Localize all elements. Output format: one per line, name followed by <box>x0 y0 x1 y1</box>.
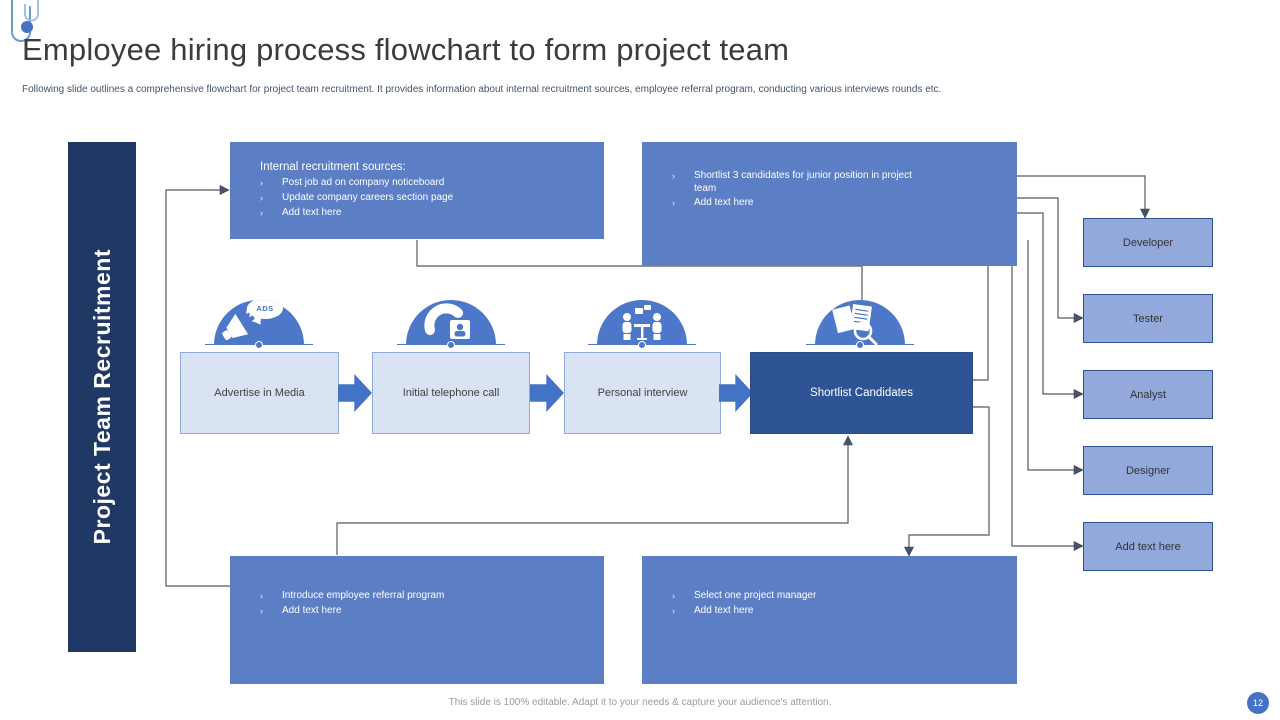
icon-dot <box>856 341 864 349</box>
bullet-list: ›Introduce employee referral program ›Ad… <box>230 589 604 618</box>
role-add-text-here: Add text here <box>1083 522 1213 571</box>
callout-internal-recruitment: Internal recruitment sources: ›Post job … <box>230 142 604 239</box>
role-developer: Developer <box>1083 218 1213 267</box>
step-icon-group <box>397 300 505 349</box>
page-subtitle: Following slide outlines a comprehensive… <box>22 84 942 95</box>
page-number-badge: 12 <box>1247 692 1269 714</box>
icon-dot <box>638 341 646 349</box>
sidebar-label: Project Team Recruitment <box>88 249 115 545</box>
sidebar-band: Project Team Recruitment <box>68 142 136 652</box>
bullet-item: ›Shortlist 3 candidates for junior posit… <box>672 170 912 194</box>
bullet-list: ›Select one project manager ›Add text he… <box>642 589 1017 618</box>
role-designer: Designer <box>1083 446 1213 495</box>
callout-shortlist-junior: ›Shortlist 3 candidates for junior posit… <box>642 142 1017 266</box>
bullet-marker: › <box>672 606 675 616</box>
step-icon-group: ADS <box>205 300 313 349</box>
bullet-marker: › <box>260 178 263 188</box>
paperclip-icon <box>11 0 39 42</box>
bullet-item: ›Add text here <box>672 605 754 616</box>
bullet-item: ›Add text here <box>260 207 342 218</box>
step-initial-telephone-call: Initial telephone call <box>372 352 530 434</box>
callout-heading: Internal recruitment sources: <box>260 161 406 173</box>
callout-project-manager: ›Select one project manager ›Add text he… <box>642 556 1017 684</box>
bullet-marker: › <box>260 193 263 203</box>
bullet-marker: › <box>672 171 675 181</box>
ads-megaphone-icon: ADS <box>214 300 304 345</box>
bullet-item: ›Introduce employee referral program <box>260 590 445 601</box>
step-icon-group <box>588 300 696 349</box>
role-tester: Tester <box>1083 294 1213 343</box>
page-title: Employee hiring process flowchart to for… <box>22 32 790 67</box>
icon-dot <box>255 341 263 349</box>
footer-note: This slide is 100% editable. Adapt it to… <box>448 697 832 708</box>
bullet-item: ›Post job ad on company noticeboard <box>260 177 445 188</box>
bullet-list: ›Post job ad on company noticeboard ›Upd… <box>230 176 604 220</box>
step-advertise-in-media: Advertise in Media <box>180 352 339 434</box>
step-icon-group <box>806 300 914 349</box>
document-search-icon <box>815 300 905 345</box>
callout-referral-program: ›Introduce employee referral program ›Ad… <box>230 556 604 684</box>
icon-dot <box>447 341 455 349</box>
bullet-marker: › <box>260 591 263 601</box>
bullet-list: ›Shortlist 3 candidates for junior posit… <box>642 169 1017 210</box>
bullet-marker: › <box>260 606 263 616</box>
bullet-marker: › <box>672 591 675 601</box>
bullet-marker: › <box>260 208 263 218</box>
bullet-item: ›Select one project manager <box>672 590 817 601</box>
ads-badge: ADS <box>247 300 283 319</box>
interview-people-icon <box>597 300 687 345</box>
bullet-item: ›Add text here <box>260 605 342 616</box>
bullet-item: ›Add text here <box>672 197 754 208</box>
bullet-marker: › <box>672 198 675 208</box>
step-shortlist-candidates: Shortlist Candidates <box>750 352 973 434</box>
role-analyst: Analyst <box>1083 370 1213 419</box>
step-personal-interview: Personal interview <box>564 352 721 434</box>
telephone-contact-icon <box>406 300 496 345</box>
bullet-item: ›Update company careers section page <box>260 192 454 203</box>
